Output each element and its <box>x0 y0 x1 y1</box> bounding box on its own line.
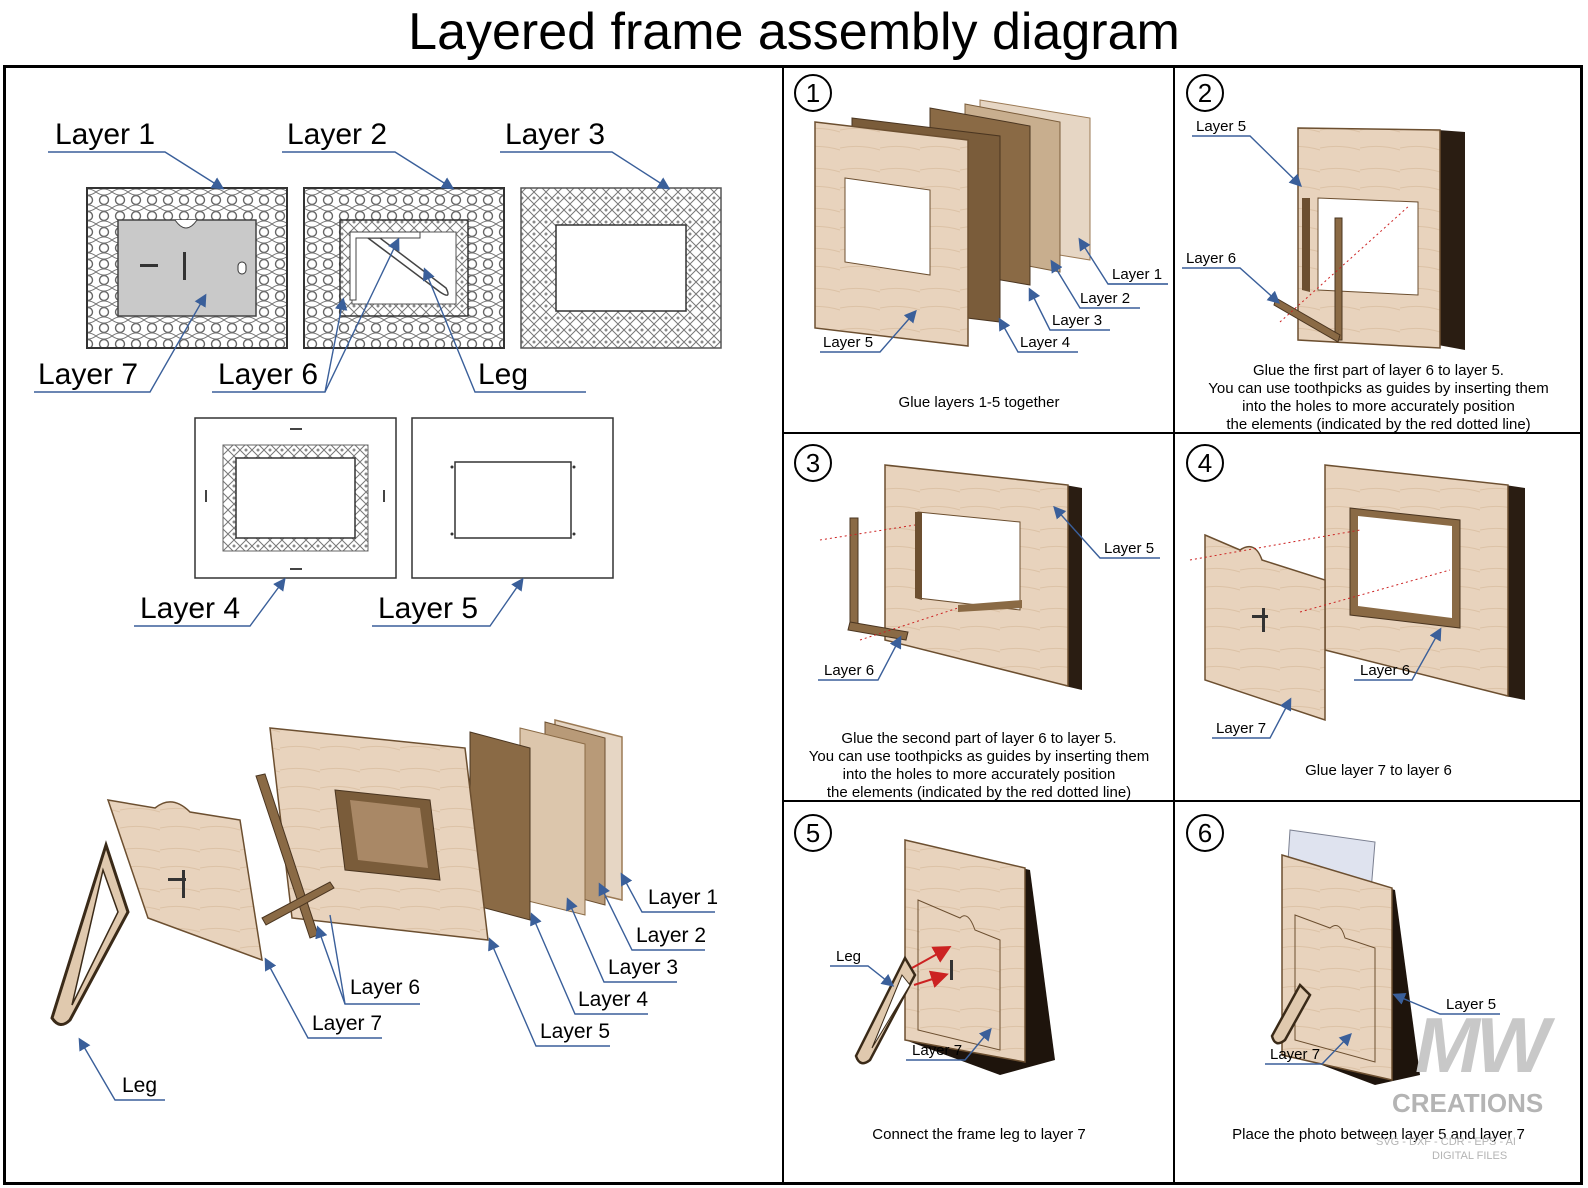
step-4-number: 4 <box>1186 444 1224 482</box>
step-6-label-layer-5: Layer 5 <box>1446 996 1497 1013</box>
step-6-number: 6 <box>1186 814 1224 852</box>
part-label-layer-1: Layer 1 <box>55 118 156 151</box>
step-5-drawing <box>854 839 1055 1075</box>
part-label-layer-5: Layer 5 <box>378 592 479 625</box>
exploded-label-leg: Leg <box>122 1074 158 1097</box>
step-6-label-layer-7: Layer 7 <box>1270 1046 1321 1063</box>
step-2-caption: Glue the first part of layer 6 to layer … <box>1208 362 1549 433</box>
part-label-layer-6: Layer 6 <box>218 358 319 391</box>
step-1-drawing <box>814 99 1091 347</box>
exploded-label-layer-5: Layer 5 <box>540 1020 611 1043</box>
step-2-number: 2 <box>1186 74 1224 112</box>
step-1-caption: Glue layers 1-5 together <box>898 394 1060 411</box>
step-5-caption: Connect the frame leg to layer 7 <box>872 1126 1086 1143</box>
exploded-label-layer-1: Layer 1 <box>648 886 719 909</box>
step-1-label-layer-4: Layer 4 <box>1020 334 1071 351</box>
step-6-leaders <box>1265 993 1500 1065</box>
exploded-label-layer-6: Layer 6 <box>350 976 421 999</box>
part-label-layer-4: Layer 4 <box>140 592 241 625</box>
step-1-label-layer-5: Layer 5 <box>823 334 874 351</box>
part-label-layer-2: Layer 2 <box>287 118 388 151</box>
part-layer-3-drawing <box>520 187 722 349</box>
step-2-label-layer-5: Layer 5 <box>1196 118 1247 135</box>
step-3-number: 3 <box>794 444 832 482</box>
part-label-leg: Leg <box>478 358 529 391</box>
step-2-leaders <box>1182 135 1302 304</box>
brand-logo-mark: MW <box>1415 1001 1550 1089</box>
part-layer-1-drawing <box>86 187 288 349</box>
step-5-leaders <box>830 965 992 1061</box>
page-title: Layered frame assembly diagram <box>408 3 1180 61</box>
part-layer-2-drawing <box>303 187 505 349</box>
step-3-drawing <box>819 464 1082 690</box>
step-4-label-layer-7: Layer 7 <box>1216 720 1267 737</box>
step-1-label-layer-3: Layer 3 <box>1052 312 1103 329</box>
part-label-layer-7: Layer 7 <box>38 358 139 391</box>
step-5-label-leg: Leg <box>836 948 862 965</box>
step-6-caption: Place the photo between layer 5 and laye… <box>1232 1126 1525 1143</box>
step-4-leaders <box>1212 627 1442 739</box>
exploded-label-layer-7: Layer 7 <box>312 1012 383 1035</box>
step-1-number: 1 <box>794 74 832 112</box>
step-grid <box>782 65 1583 1185</box>
exploded-leader-lines <box>78 872 715 1101</box>
step-3-leaders <box>818 505 1160 681</box>
step-4-caption: Glue layer 7 to layer 6 <box>1305 762 1452 779</box>
exploded-view <box>50 719 623 1026</box>
part-label-layer-3: Layer 3 <box>505 118 606 151</box>
step-1-label-layer-2: Layer 2 <box>1080 290 1131 307</box>
step-4-drawing <box>1189 464 1525 722</box>
step-3-caption: Glue the second part of layer 6 to layer… <box>808 730 1150 801</box>
part-layer-5-drawing <box>411 417 614 579</box>
step-3-label-layer-5: Layer 5 <box>1104 540 1155 557</box>
part-layer-4-drawing <box>194 417 397 579</box>
exploded-label-layer-3: Layer 3 <box>608 956 679 979</box>
step-5-number: 5 <box>794 814 832 852</box>
step-2-drawing <box>1273 127 1465 350</box>
step-4-label-layer-6: Layer 6 <box>1360 662 1411 679</box>
left-leader-lines <box>34 151 671 627</box>
step-2-label-layer-6: Layer 6 <box>1186 250 1237 267</box>
diagram-frame <box>3 65 1583 1185</box>
step-3-label-layer-6: Layer 6 <box>824 662 875 679</box>
brand-logo-sub: DIGITAL FILES <box>1432 1150 1508 1162</box>
brand-logo-formats: SVG - DXF - CDR - EPS - AI <box>1376 1136 1516 1148</box>
exploded-label-layer-2: Layer 2 <box>636 924 707 947</box>
step-5-label-layer-7: Layer 7 <box>912 1042 963 1059</box>
step-1-label-layer-1: Layer 1 <box>1112 266 1163 283</box>
brand-logo-name: CREATIONS <box>1392 1088 1544 1118</box>
step-6-drawing <box>1270 829 1420 1085</box>
exploded-label-layer-4: Layer 4 <box>578 988 649 1011</box>
